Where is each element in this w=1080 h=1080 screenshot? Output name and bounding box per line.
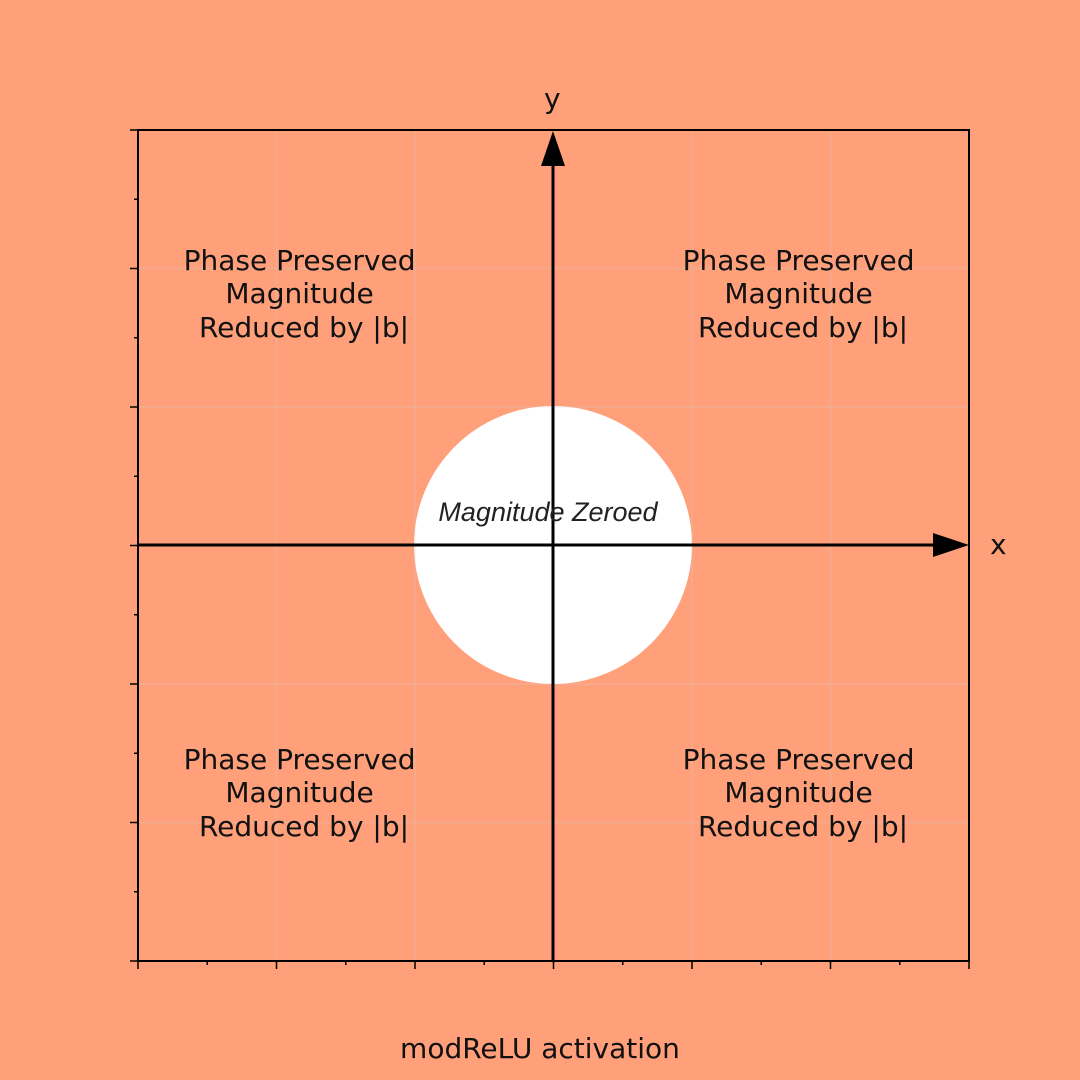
x-axis-arrowhead [933, 533, 969, 557]
y-axis-arrowhead [541, 131, 565, 166]
region-top-left-label: Phase Preserved Magnitude Reduced by |b| [184, 244, 425, 344]
center-zeroed-label: Magnitude Zeroed [438, 497, 658, 527]
region-top-right-label: Phase Preserved Magnitude Reduced by |b| [683, 244, 924, 344]
region-bottom-left-label: Phase Preserved Magnitude Reduced by |b| [184, 743, 425, 843]
region-bottom-right-label: Phase Preserved Magnitude Reduced by |b| [683, 743, 924, 843]
x-axis-label: x [990, 528, 1007, 561]
diagram-caption: modReLU activation [400, 1032, 680, 1065]
axis-ticks [130, 129, 970, 969]
y-axis-label: y [544, 82, 561, 115]
